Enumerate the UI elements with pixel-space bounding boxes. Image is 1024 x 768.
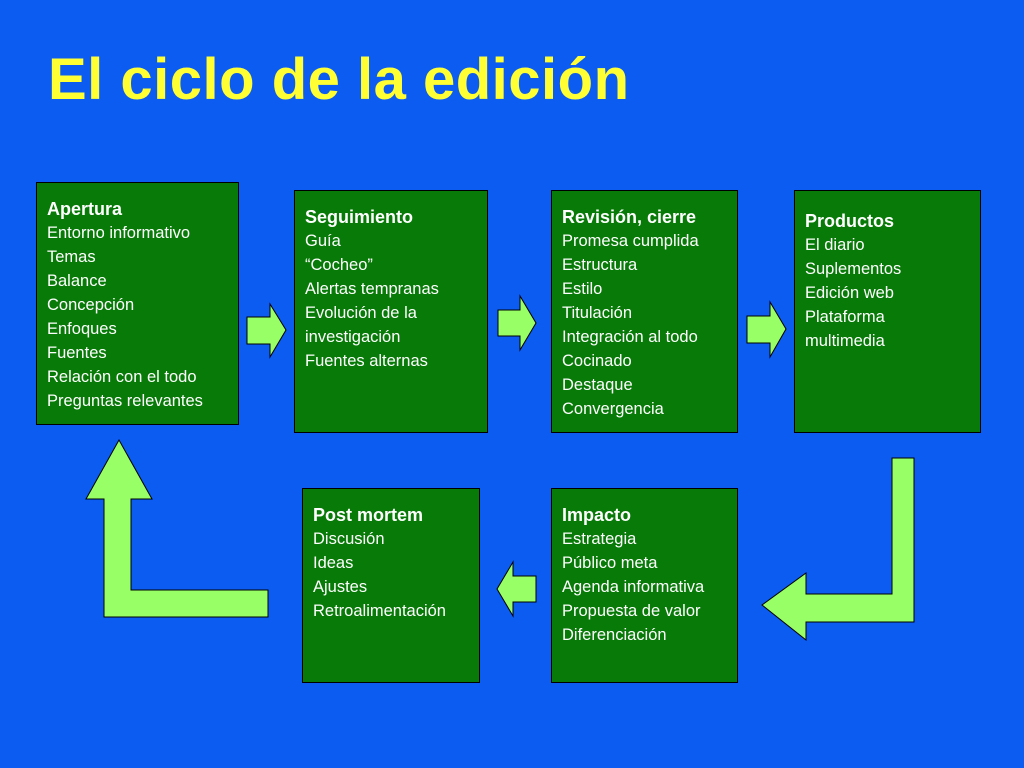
arrow-left-icon	[496, 560, 537, 618]
box-apertura: Apertura Entorno informativo Temas Balan…	[36, 182, 239, 425]
list-item: Ajustes	[313, 578, 368, 596]
list-item: Destaque	[562, 376, 633, 394]
list-item: Temas	[47, 248, 96, 266]
list-item: Promesa cumplida	[562, 232, 699, 250]
box-impacto: Impacto Estrategia Público meta Agenda i…	[551, 488, 738, 683]
list-item: Concepción	[47, 296, 135, 314]
list-item: Suplementos	[805, 260, 902, 278]
box-seguimiento: Seguimiento Guía “Cocheo” Alertas tempra…	[294, 190, 488, 433]
list-item: Guía	[305, 232, 341, 250]
list-item: Propuesta de valor	[562, 602, 701, 620]
list-item: Estrategia	[562, 530, 637, 548]
arrow-right-icon	[246, 302, 287, 359]
slide-title: El ciclo de la edición	[48, 47, 630, 112]
list-item: Fuentes alternas	[305, 352, 428, 370]
list-item: Evolución de la	[305, 304, 417, 322]
list-item: Público meta	[562, 554, 658, 572]
list-item: Enfoques	[47, 320, 117, 338]
list-item: Convergencia	[562, 400, 664, 418]
list-item: Retroalimentación	[313, 602, 446, 620]
box-heading: Apertura	[47, 199, 123, 219]
list-item: Cocinado	[562, 352, 632, 370]
box-heading: Seguimiento	[305, 207, 414, 227]
arrow-right-icon	[497, 294, 537, 352]
list-item: Fuentes	[47, 344, 107, 362]
list-item: Plataforma	[805, 308, 885, 326]
list-item: Titulación	[562, 304, 633, 322]
list-item: Balance	[47, 272, 107, 290]
box-productos: Productos El diario Suplementos Edición …	[794, 190, 981, 433]
list-item: “Cocheo”	[305, 256, 373, 274]
list-item: Agenda informativa	[562, 578, 705, 596]
list-item: Preguntas relevantes	[47, 392, 203, 410]
arrow-return-icon	[761, 457, 915, 642]
box-heading: Revisión, cierre	[562, 207, 697, 227]
box-post-mortem: Post mortem Discusión Ideas Ajustes Retr…	[302, 488, 480, 683]
list-item: Entorno informativo	[47, 224, 191, 242]
box-heading: Post mortem	[313, 505, 424, 525]
arrow-right-icon	[746, 300, 787, 359]
list-item: Alertas tempranas	[305, 280, 439, 298]
arrow-return-icon	[85, 438, 269, 618]
box-heading: Impacto	[562, 505, 632, 525]
list-item: Edición web	[805, 284, 894, 302]
list-item: El diario	[805, 236, 865, 254]
list-item: multimedia	[805, 332, 885, 350]
list-item: Ideas	[313, 554, 354, 572]
box-revision-cierre: Revisión, cierre Promesa cumplida Estruc…	[551, 190, 738, 433]
box-heading: Productos	[805, 211, 895, 231]
list-item: Integración al todo	[562, 328, 698, 346]
list-item: investigación	[305, 328, 401, 346]
list-item: Diferenciación	[562, 626, 667, 644]
list-item: Estructura	[562, 256, 638, 274]
list-item: Estilo	[562, 280, 603, 298]
list-item: Relación con el todo	[47, 368, 197, 386]
list-item: Discusión	[313, 530, 385, 548]
